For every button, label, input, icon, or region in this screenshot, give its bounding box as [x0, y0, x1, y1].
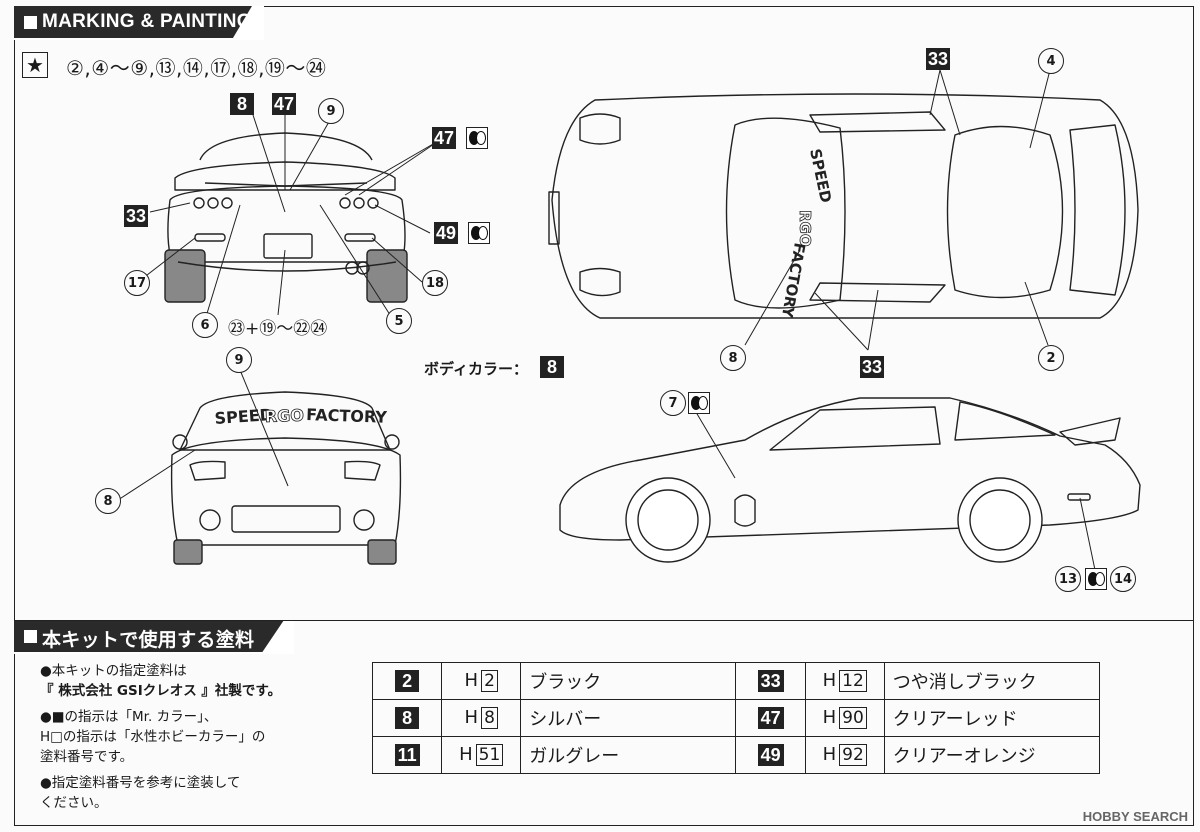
note-line: 塗料番号です。 [40, 749, 134, 765]
paint-code: 47 [757, 707, 784, 729]
paint-name: シルバー [520, 699, 737, 737]
h-code: 90 [839, 707, 867, 729]
top-tag-33a: 33 [926, 48, 951, 70]
marker-18: 18 [422, 270, 448, 296]
paint-name: ガルグレー [520, 736, 737, 774]
top-decal-speed: SPEED [806, 147, 835, 204]
section-title: MARKING & PAINTING [42, 11, 252, 32]
marker-6: 6 [192, 312, 218, 338]
h-prefix: H [464, 670, 479, 691]
paint-name: クリアーオレンジ [883, 736, 1101, 774]
front-decal-speed: SPEED [214, 405, 274, 428]
paint-name: ブラック [520, 662, 737, 700]
rear-tag-47b: 47 [432, 127, 457, 149]
top-decal-rgo: RGO [796, 210, 814, 247]
front-decal-rgo: RGO [264, 406, 304, 426]
gloss-icon [468, 222, 490, 244]
rear-view-drawing [164, 132, 408, 303]
h-prefix: H [464, 707, 479, 728]
paint-code: 49 [757, 744, 784, 766]
rear-tag-49: 49 [434, 222, 459, 244]
paint-name: つや消しブラック [883, 662, 1101, 700]
body-color-label: ボディカラー： [424, 360, 528, 378]
h-code: 2 [481, 670, 498, 692]
h-prefix: H [822, 707, 837, 728]
note-line: ●本キットの指定塗料は [40, 663, 187, 679]
sheet-frame [14, 6, 1194, 826]
rear-tag-47: 47 [272, 93, 297, 115]
body-color-code: 8 [540, 356, 564, 378]
paint-code: 2 [395, 670, 420, 692]
side-view-drawing [559, 397, 1141, 563]
star-icon: ★ [22, 52, 48, 78]
section-header-paint: 本キットで使用する塗料 [14, 620, 294, 654]
note-line: 『 株式会社 GSIクレオス 』社製です。 [40, 683, 282, 699]
gloss-icon [1085, 568, 1107, 590]
paint-code: 11 [394, 744, 420, 766]
paint-code: 8 [395, 707, 420, 729]
front-decal-factory: FACTORY [306, 405, 388, 427]
paint-code: 33 [757, 670, 784, 692]
h-prefix: H [822, 670, 837, 691]
marker-13: 13 [1055, 566, 1081, 592]
marker-2: 2 [1038, 345, 1064, 371]
h-code: 51 [475, 744, 504, 766]
paint-name: クリアーレッド [883, 699, 1101, 737]
h-prefix: H [459, 744, 473, 765]
watermark: HOBBY SEARCH [1082, 809, 1188, 824]
h-prefix: H [822, 744, 837, 765]
marker-4: 4 [1038, 48, 1064, 74]
h-code: 8 [481, 707, 498, 729]
marker-7: 7 [660, 390, 686, 416]
marker-8: 8 [720, 345, 746, 371]
rear-combo-label: ㉓+⑲〜㉒㉔ [228, 319, 328, 339]
section-title-paint: 本キットで使用する塗料 [42, 630, 255, 651]
section-header-marking: MARKING & PAINTING [14, 6, 264, 40]
note-line: H□の指示は「水性ホビーカラー」の [40, 729, 266, 745]
gloss-icon [688, 392, 710, 414]
front-view-drawing [170, 391, 402, 565]
marker-9-front: 9 [226, 347, 252, 373]
marker-14: 14 [1110, 566, 1136, 592]
h-code: 12 [839, 670, 867, 692]
section-divider [14, 620, 1194, 621]
marker-8-front: 8 [95, 488, 121, 514]
note-line: ください。 [40, 795, 108, 811]
marker-17: 17 [124, 270, 150, 296]
marker-5: 5 [386, 308, 412, 334]
rear-tag-8: 8 [230, 93, 254, 115]
top-view-drawing [548, 93, 1139, 319]
note-line: ●指定塗料番号を参考に塗装して [40, 775, 241, 791]
gloss-icon [466, 127, 488, 149]
top-tag-33b: 33 [860, 356, 885, 378]
note-line: ●■の指示は「Mr. カラー」、 [40, 709, 218, 725]
h-code: 92 [839, 744, 867, 766]
rear-tag-33: 33 [124, 205, 149, 227]
star-decal-codes: ②,④〜⑨,⑬,⑭,⑰,⑱,⑲〜㉔ [66, 56, 327, 80]
marker-9: 9 [318, 98, 344, 124]
